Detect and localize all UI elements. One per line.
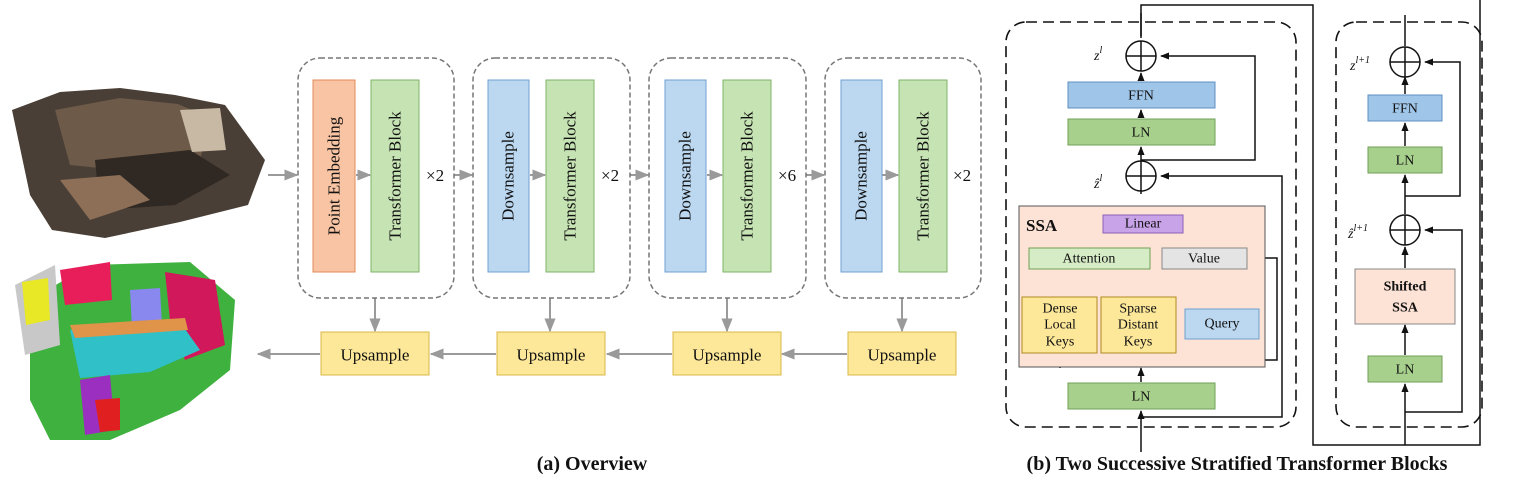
zhat-l-superscript: l bbox=[1099, 173, 1102, 184]
downsample-label-2: Downsample bbox=[676, 131, 695, 221]
add-circle-1 bbox=[1125, 40, 1157, 72]
ffn-box-2 bbox=[1367, 94, 1443, 122]
shifted-ssa-line-2: SSA bbox=[1392, 301, 1419, 316]
zhat-l1-symbol: ẑ bbox=[1347, 227, 1354, 242]
repeat-count-1: ×2 bbox=[426, 166, 444, 185]
downsample-box-1 bbox=[487, 79, 530, 273]
zhat-l1-superscript: l+1 bbox=[1353, 223, 1368, 234]
add-circle-2 bbox=[1125, 160, 1157, 192]
transformer-block-box-1 bbox=[370, 79, 420, 273]
blocks-caption: (b) Two Successive Stratified Transforme… bbox=[1027, 453, 1448, 475]
downsample-box-3 bbox=[840, 79, 883, 273]
upsample-box-4 bbox=[847, 331, 957, 376]
dense-keys-box bbox=[1021, 296, 1098, 354]
value-label: Value bbox=[1188, 252, 1220, 267]
z-l1-label: zl+1 bbox=[1349, 55, 1370, 74]
block-2-group bbox=[1335, 21, 1483, 428]
transformer-block-label-2: Transformer Block bbox=[561, 111, 580, 241]
dense-keys-line-2: Local bbox=[1044, 318, 1076, 333]
dense-keys-line-3: Keys bbox=[1046, 335, 1075, 350]
z-l-symbol: z bbox=[1093, 49, 1100, 64]
sparse-keys-line-1: Sparse bbox=[1119, 302, 1156, 317]
transformer-block-box-3 bbox=[722, 79, 772, 273]
segmented-point-cloud-image bbox=[15, 262, 235, 440]
downsample-label-1: Downsample bbox=[499, 131, 518, 221]
query-box bbox=[1184, 308, 1260, 340]
ln-box-4 bbox=[1367, 355, 1443, 383]
add-circle-3 bbox=[1389, 46, 1421, 78]
ffn-label-2: FFN bbox=[1392, 102, 1418, 117]
block-1-group bbox=[1005, 21, 1297, 428]
dense-keys-line-1: Dense bbox=[1043, 302, 1078, 317]
block-2-connections bbox=[1401, 15, 1463, 445]
sparse-keys-line-3: Keys bbox=[1124, 335, 1153, 350]
shifted-ssa-box bbox=[1354, 268, 1456, 325]
transformer-block-label-1: Transformer Block bbox=[386, 111, 405, 241]
upsample-label-1: Upsample bbox=[341, 346, 410, 365]
ffn-box-1 bbox=[1067, 81, 1216, 109]
linear-box bbox=[1102, 214, 1184, 234]
repeat-count-4: ×2 bbox=[953, 166, 971, 185]
point-embedding-box bbox=[312, 79, 356, 273]
ln-box-3 bbox=[1367, 146, 1443, 174]
ssa-title: SSA bbox=[1026, 216, 1058, 235]
z-l-superscript: l bbox=[1099, 45, 1102, 56]
z-l1-symbol: z bbox=[1349, 59, 1356, 74]
shifted-ssa-line-1: Shifted bbox=[1384, 280, 1427, 295]
repeat-count-2: ×2 bbox=[601, 166, 619, 185]
overview-caption: (a) Overview bbox=[537, 453, 648, 475]
linear-label: Linear bbox=[1125, 217, 1162, 232]
stage-4-group bbox=[824, 57, 982, 299]
stage-2-group bbox=[472, 57, 631, 299]
stage-3-group bbox=[648, 57, 807, 299]
sparse-keys-box bbox=[1100, 296, 1177, 354]
transformer-block-label-3: Transformer Block bbox=[738, 111, 757, 241]
downsample-label-3: Downsample bbox=[852, 131, 871, 221]
value-box bbox=[1161, 247, 1248, 270]
attention-box bbox=[1028, 247, 1151, 270]
upsample-box-3 bbox=[672, 331, 782, 376]
zhat-l-symbol: ẑ bbox=[1093, 177, 1100, 192]
ln-box-2 bbox=[1067, 382, 1216, 410]
ln-label-3: LN bbox=[1396, 154, 1415, 169]
ln-box-1 bbox=[1067, 118, 1216, 146]
z-l1-superscript: l+1 bbox=[1355, 55, 1370, 66]
attention-label: Attention bbox=[1063, 252, 1116, 267]
upsample-label-4: Upsample bbox=[868, 346, 937, 365]
z-l-label: zl bbox=[1093, 45, 1102, 64]
transformer-block-box-2 bbox=[545, 79, 595, 273]
ln-label-1: LN bbox=[1132, 126, 1151, 141]
ffn-label-1: FFN bbox=[1128, 89, 1154, 104]
transformer-block-box-4 bbox=[898, 79, 948, 273]
sparse-keys-line-2: Distant bbox=[1118, 318, 1159, 333]
add-circle-4 bbox=[1389, 214, 1421, 246]
zhat-l1-label: ẑl+1 bbox=[1347, 223, 1368, 242]
ln-label-4: LN bbox=[1396, 363, 1415, 378]
ln-label-2: LN bbox=[1132, 390, 1151, 405]
zhat-l-label: ẑl bbox=[1093, 173, 1102, 192]
upsample-box-2 bbox=[496, 331, 606, 376]
transformer-block-label-4: Transformer Block bbox=[914, 111, 933, 241]
upsample-label-2: Upsample bbox=[517, 346, 586, 365]
point-embedding-label: Point Embedding bbox=[325, 116, 344, 235]
input-point-cloud-image bbox=[12, 88, 265, 238]
downsample-box-2 bbox=[664, 79, 707, 273]
upsample-label-3: Upsample bbox=[693, 346, 762, 365]
query-label: Query bbox=[1205, 317, 1240, 332]
overview-arrows bbox=[256, 169, 908, 360]
repeat-count-3: ×6 bbox=[778, 166, 796, 185]
upsample-box-1 bbox=[320, 331, 430, 376]
stage-1-group bbox=[297, 57, 455, 299]
